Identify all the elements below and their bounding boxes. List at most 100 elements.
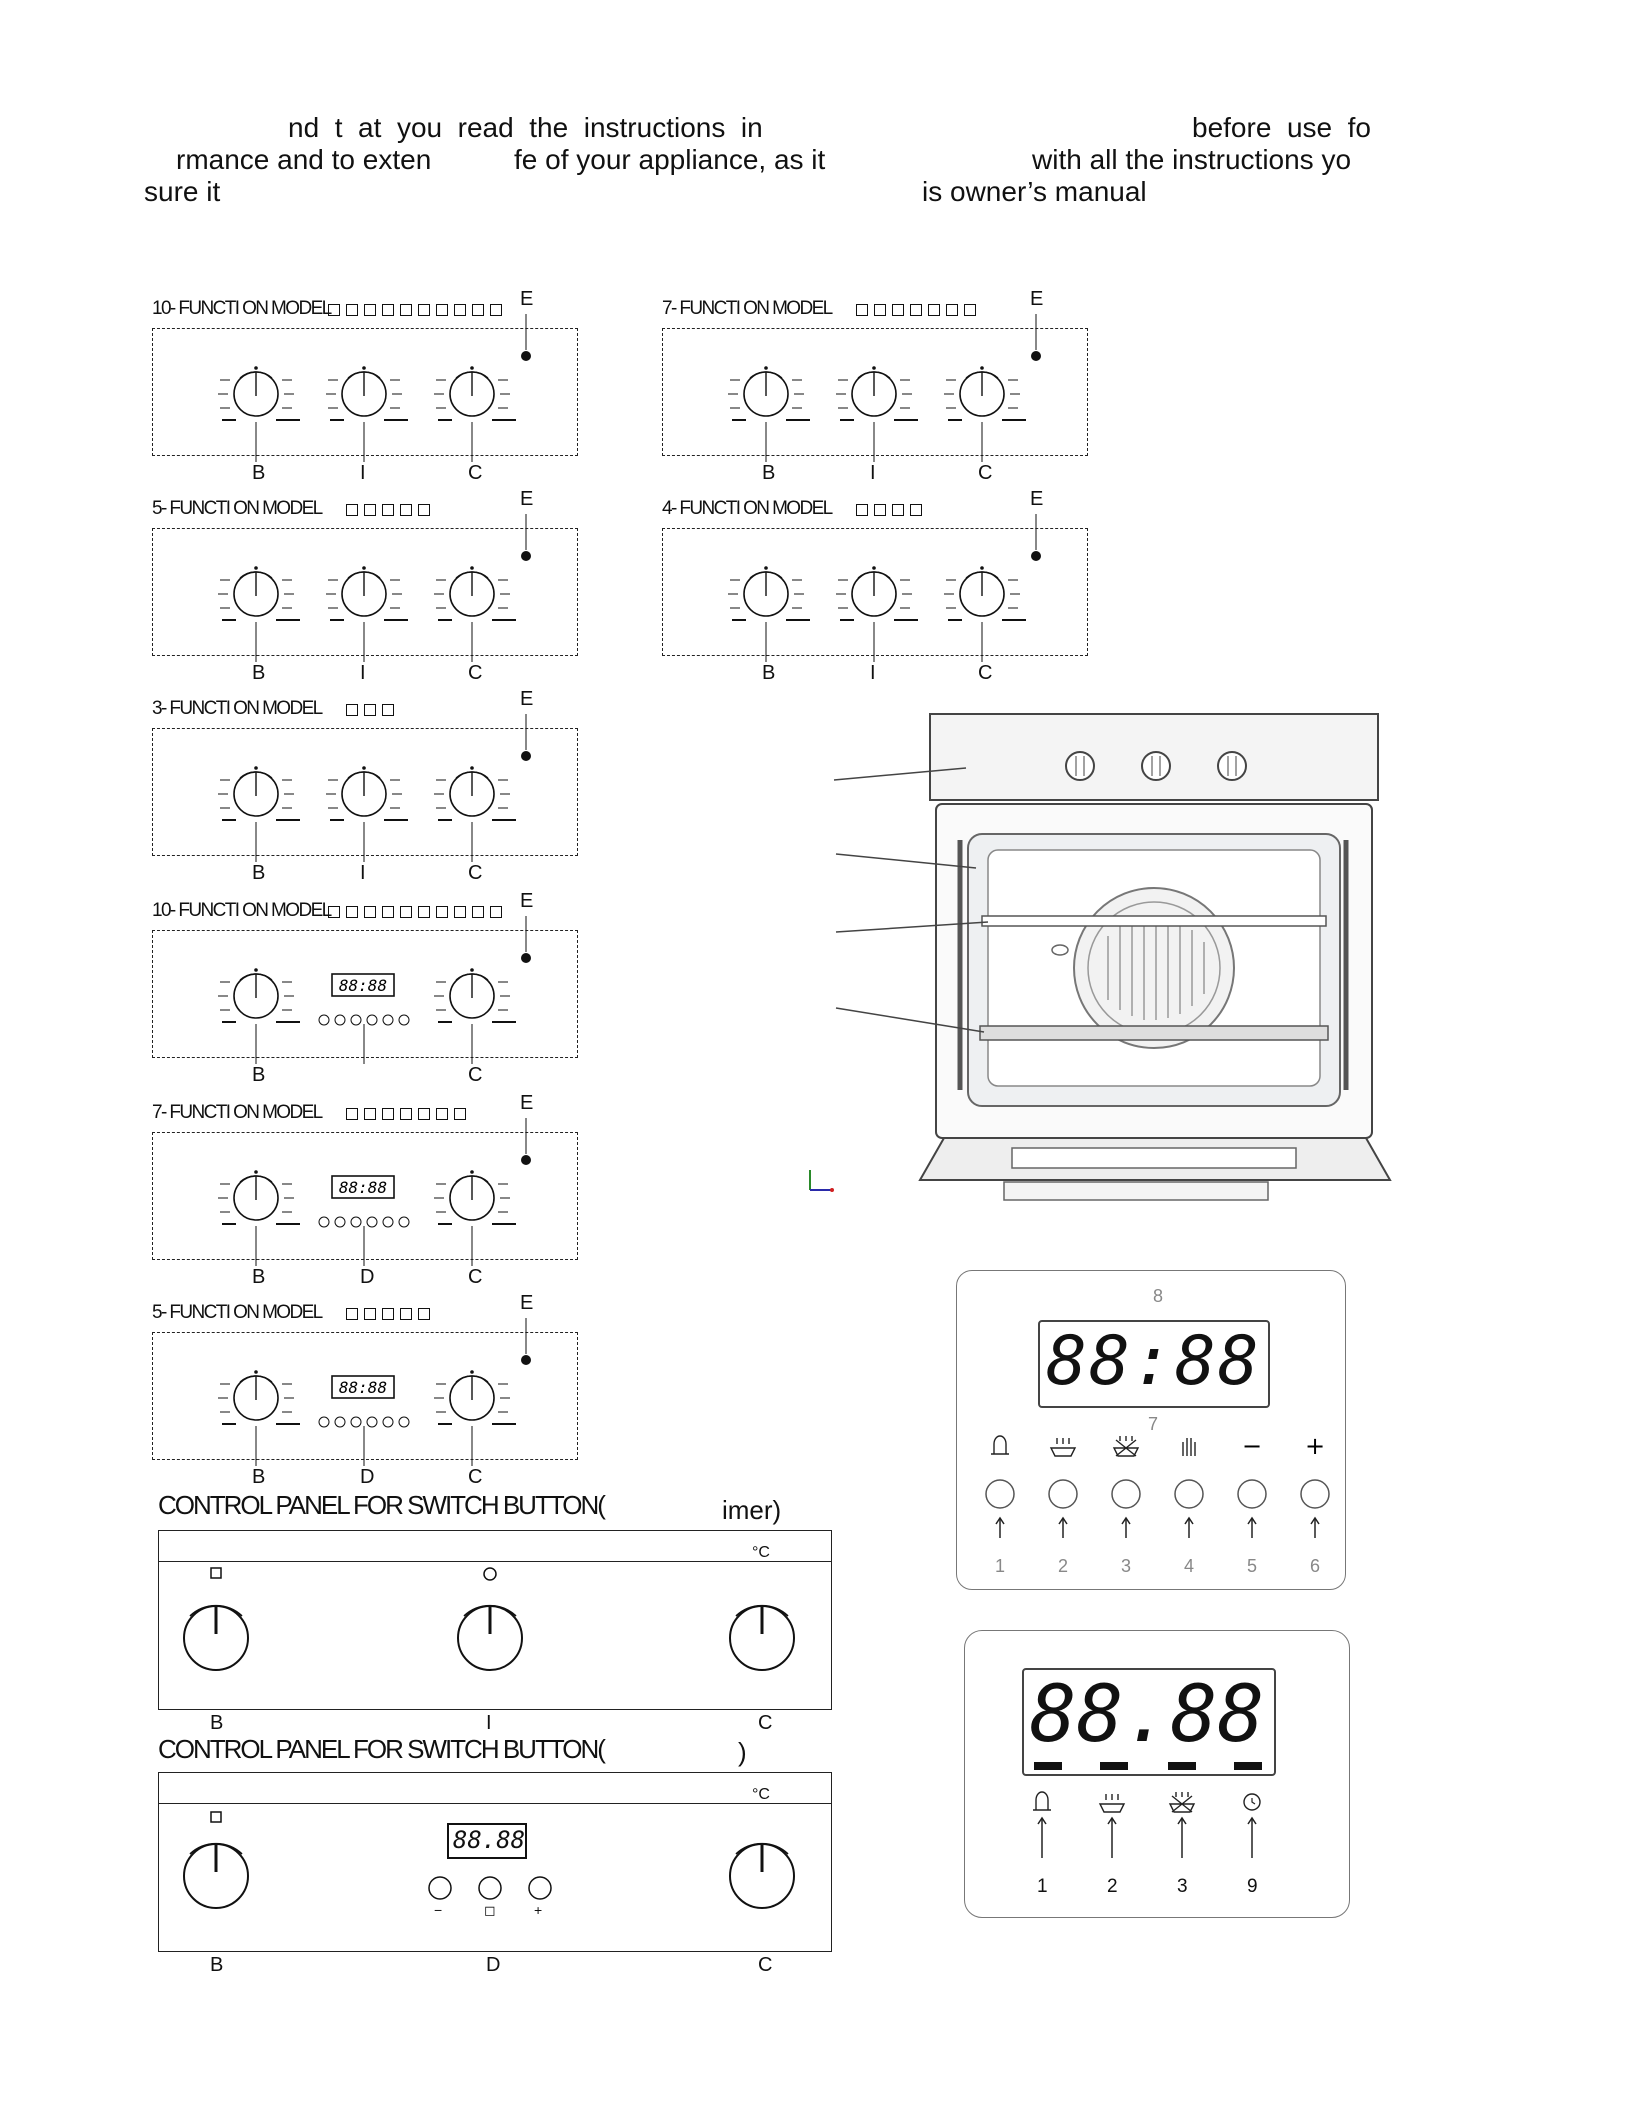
mini-button[interactable] (366, 1014, 378, 1026)
knob-thermostat[interactable] (434, 766, 516, 821)
mini-button[interactable] (350, 1416, 362, 1428)
knob-timer[interactable] (326, 766, 408, 821)
function-icon (400, 504, 412, 516)
knob-timer[interactable] (836, 566, 918, 621)
mini-button[interactable] (350, 1014, 362, 1026)
knob-timer[interactable] (836, 366, 918, 421)
model-panel-drawing (728, 514, 1041, 662)
timer-symbol-clock-icon (1243, 1793, 1261, 1811)
mini-button[interactable] (398, 1216, 410, 1228)
knob-function[interactable] (728, 566, 810, 621)
knob-timer[interactable] (457, 1567, 523, 1671)
model-panel-drawing: 88:88 (218, 916, 531, 1064)
panel-letter-b: B (252, 1466, 266, 1488)
model-title: 10- FUNCTI ON MODEL (152, 298, 332, 319)
function-icon (346, 704, 358, 716)
panel-letter-b: B (252, 1266, 266, 1288)
knob-thermostat-2[interactable] (729, 1842, 795, 1909)
knob-thermostat[interactable] (944, 566, 1026, 621)
timer-button[interactable] (1106, 1478, 1146, 1560)
mini-button[interactable] (334, 1014, 346, 1026)
timer-button[interactable] (1162, 1810, 1202, 1880)
panel-letter-b: B (252, 462, 266, 484)
mini-button[interactable] (318, 1014, 330, 1026)
switch-1-celsius: °C (752, 1544, 770, 1561)
model-panel-drawing (728, 314, 1041, 462)
function-icon (418, 504, 430, 516)
mini-button[interactable] (382, 1216, 394, 1228)
function-icon (400, 304, 412, 316)
timer-button[interactable] (1232, 1478, 1272, 1560)
function-icon (874, 504, 886, 516)
knob-thermostat[interactable] (434, 566, 516, 621)
function-icon (364, 704, 376, 716)
timer-panel-1-display-text: 88:88 (1046, 1322, 1261, 1401)
knob-thermostat[interactable] (729, 1604, 795, 1671)
label-e: E (520, 1292, 534, 1314)
knob-function[interactable] (728, 366, 810, 421)
switch-2-btn-mode[interactable]: ◻ (484, 1902, 496, 1918)
mini-button[interactable] (398, 1416, 410, 1428)
timer-button[interactable] (1169, 1478, 1209, 1560)
timer-button[interactable] (1022, 1810, 1062, 1880)
label-e: E (520, 288, 534, 310)
model-panel (152, 528, 578, 656)
model-panel (152, 728, 578, 856)
timer-button[interactable] (1295, 1478, 1335, 1560)
knob-thermostat[interactable] (434, 968, 516, 1023)
knob-function[interactable] (218, 566, 300, 621)
function-icon (346, 504, 358, 516)
mini-button[interactable] (398, 1014, 410, 1026)
timer-button-number: 6 (1310, 1556, 1321, 1576)
indicator-lamp (521, 1155, 531, 1165)
model-title: 5- FUNCTI ON MODEL (152, 498, 323, 519)
intro-line-1b: before use fo (1192, 112, 1372, 143)
function-icon (328, 906, 340, 918)
switch-panel-2 (158, 1772, 832, 1952)
knob-thermostat[interactable] (944, 366, 1026, 421)
mini-button[interactable] (318, 1216, 330, 1228)
mini-button[interactable] (334, 1416, 346, 1428)
knob-function[interactable] (218, 1370, 300, 1425)
timer-button[interactable] (1092, 1810, 1132, 1880)
mini-button[interactable] (366, 1216, 378, 1228)
panel-letter-b: B (252, 862, 266, 884)
knob-function[interactable] (218, 968, 300, 1023)
knob-thermostat[interactable] (434, 1170, 516, 1225)
label-e: E (520, 688, 534, 710)
knob-function[interactable] (218, 1170, 300, 1225)
svg-text:+: + (1305, 1432, 1325, 1460)
switch-section-suffix-1: imer) (722, 1495, 782, 1525)
mini-button[interactable] (382, 1014, 394, 1026)
function-icon (928, 304, 940, 316)
function-icons (856, 504, 922, 516)
switch-section-suffix-2: ) (738, 1737, 747, 1767)
mini-button[interactable] (334, 1216, 346, 1228)
timer-button[interactable] (980, 1478, 1020, 1560)
switch-2-btn-plus[interactable]: + (534, 1902, 543, 1918)
knob-function[interactable] (183, 1567, 249, 1671)
function-icon (490, 304, 502, 316)
knob-function[interactable] (218, 766, 300, 821)
knob-timer[interactable] (326, 566, 408, 621)
switch-2-btn-minus[interactable]: − (434, 1902, 443, 1918)
timer-button[interactable] (1043, 1478, 1083, 1560)
knob-function[interactable] (218, 366, 300, 421)
knob-thermostat[interactable] (434, 1370, 516, 1425)
knob-timer[interactable] (326, 366, 408, 421)
knob-thermostat[interactable] (434, 366, 516, 421)
function-icon (418, 1308, 430, 1320)
mini-button[interactable] (350, 1216, 362, 1228)
timer-button[interactable] (1232, 1810, 1272, 1880)
mini-button[interactable] (382, 1416, 394, 1428)
indicator-lamp (1031, 551, 1041, 561)
knob-function-2[interactable] (183, 1811, 249, 1909)
timer-symbol-pot-icon (1098, 1794, 1126, 1813)
mini-button[interactable] (318, 1416, 330, 1428)
mini-button[interactable] (366, 1416, 378, 1428)
function-icon (364, 304, 376, 316)
function-icon (454, 1108, 466, 1120)
intro-line-3b: is owner’s manual (922, 176, 1147, 207)
model-panel (662, 328, 1088, 456)
function-icon (382, 504, 394, 516)
